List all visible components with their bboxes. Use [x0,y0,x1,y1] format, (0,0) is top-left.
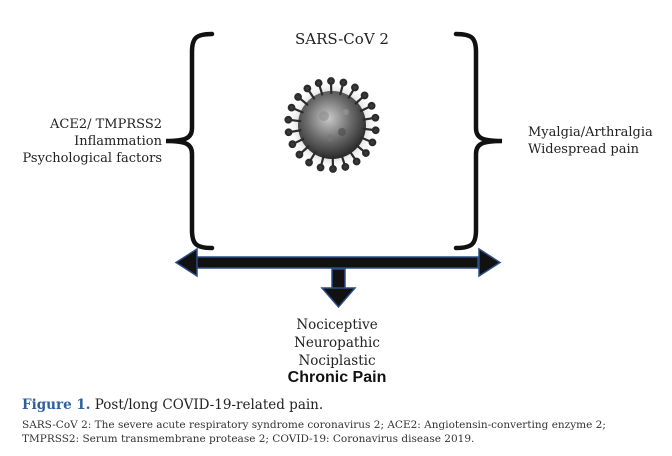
virus-spike-tip [314,79,323,87]
virus-spike-tip [360,91,369,100]
figure-caption-text: Post/long COVID-19-related pain. [94,397,324,413]
pain-type-item: Neuropathic [294,335,380,351]
virus-spike-tip [352,157,361,166]
pain-types-list: Nociceptive Neuropathic Nociplastic [262,316,412,370]
virus-spike-tip [294,93,302,101]
factor-item: ACE2/ TMPRSS2 [50,117,162,132]
virus-icon [284,77,380,173]
virus-spike-tip [367,101,376,110]
diagram-title: SARS-CoV 2 [295,30,389,48]
virus-spike-tip [287,103,296,112]
factor-item: Inflammation [74,134,162,149]
virus-spike-tip [368,138,377,147]
virus-spike-tip [341,163,350,171]
virus-spike-tip [327,77,335,85]
virus-spike-tip [284,128,293,137]
virus-spike-tip [362,149,370,157]
virus-spike-tip [351,83,359,92]
factor-item: Psychological factors [22,151,162,166]
virus-spike-tip [339,78,348,87]
virus-spike-tip [329,165,337,173]
right-brace [453,31,503,251]
virus-spike-tip [295,150,304,159]
symptom-item: Myalgia/Arthralgia [528,125,653,140]
virus-spike-tip [284,115,293,124]
left-brace [165,31,215,251]
outcome-label: Chronic Pain [287,369,387,386]
contributing-factors-list: ACE2/ TMPRSS2 Inflammation Psychological… [8,116,162,167]
virus-spike-tip [305,158,313,167]
symptom-item: Widespread pain [528,142,640,157]
pain-type-item: Nociplastic [298,353,376,369]
figure-caption: Figure 1. Post/long COVID-19-related pai… [22,397,323,413]
figure-label: Figure 1. [22,397,91,413]
virus-spike-tip [371,113,380,122]
symptoms-list: Myalgia/Arthralgia Widespread pain [528,124,668,158]
figure-footnote: SARS-CoV 2: The severe acute respiratory… [22,419,606,445]
double-headed-arrow [174,247,502,278]
virus-spike-tip [288,140,297,149]
pain-type-item: Nociceptive [296,317,378,333]
virus-spike-tip [371,126,380,135]
virus-spike-tip [303,84,312,93]
virus-spike-tip [316,163,325,172]
down-arrow [320,268,357,309]
